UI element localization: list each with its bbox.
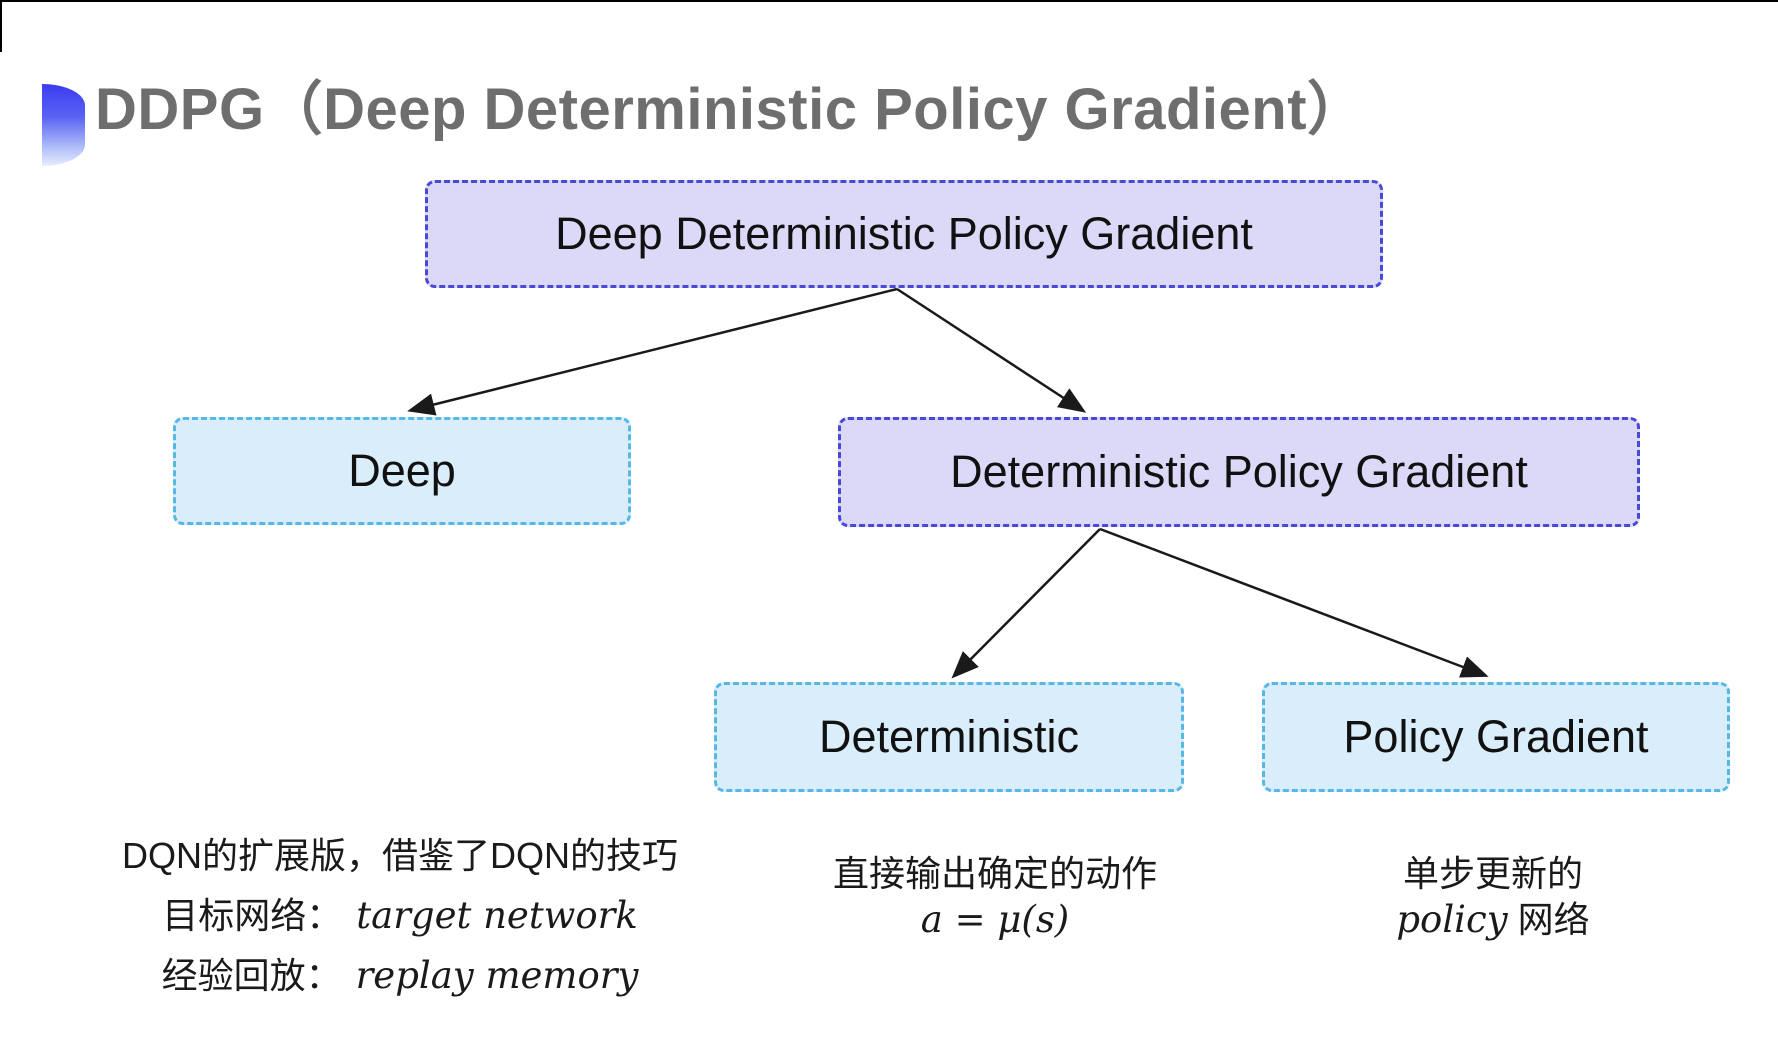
node-deep-deterministic-policy-gradient: Deep Deterministic Policy Gradient [425,180,1383,288]
node-label: Deterministic [818,711,1080,762]
note-deep-line1: DQN的扩展版，借鉴了DQN的技巧 [122,835,678,876]
arrow-root-to-dpg [896,287,1087,413]
note-deep: DQN的扩展版，借鉴了DQN的技巧 目标网络： target network 经验… [110,826,690,1006]
node-label: Policy Gradient [1343,711,1649,762]
node-label: Deep Deterministic Policy Gradient [555,208,1253,259]
node-label: Deep [348,445,456,496]
node-deep: Deep [173,417,631,525]
arrow-dpg-to-policy-gradient [1099,527,1489,678]
note-policy-gradient-line1: 单步更新的 [1402,853,1583,894]
node-deterministic-policy-gradient: Deterministic Policy Gradient [838,417,1640,527]
policy-suffix: 网络 [1517,899,1590,940]
arrow-root-to-deep [407,287,898,416]
replay-memory-label: 经验回放： [161,955,342,996]
left-border-line [0,0,2,52]
node-label: Deterministic Policy Gradient [950,446,1528,497]
note-deterministic: 直接输出确定的动作 a = μ(s) [795,851,1195,943]
note-deterministic-line1: 直接输出确定的动作 [832,853,1157,894]
target-network-label: 目标网络： [162,895,343,936]
arrow-dpg-to-deterministic [951,528,1101,679]
node-policy-gradient: Policy Gradient [1262,682,1730,792]
note-deep-line3: 经验回放： replay memory [110,946,690,1006]
target-network-term: target network [356,894,638,937]
node-deterministic: Deterministic [714,682,1184,792]
deterministic-formula: a = μ(s) [920,898,1070,941]
policy-term: policy [1396,898,1508,941]
replay-memory-term: replay memory [355,954,639,997]
top-border-line [0,0,1778,2]
bullet-circle-icon [42,84,85,166]
note-deep-line2: 目标网络： target network [110,886,690,946]
page-title: DDPG（Deep Deterministic Policy Gradient） [95,77,1366,142]
